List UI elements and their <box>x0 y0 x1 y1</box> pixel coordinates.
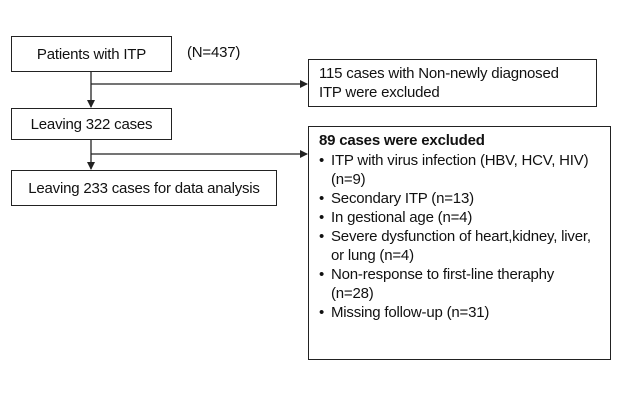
reason-line: Non-response to first-line theraphy <box>331 266 555 283</box>
reason-line: Severe dysfunction of heart,kidney, live… <box>331 228 591 245</box>
reason-line: ITP with virus infection (HBV, HCV, HIV) <box>331 152 589 169</box>
exclusion-reason-item: Secondary ITP (n=13) <box>319 189 602 208</box>
patients-box: Patients with ITP <box>11 36 172 72</box>
total-n-label: (N=437) <box>187 44 241 61</box>
reason-line: Secondary ITP (n=13) <box>331 190 474 207</box>
non-newly-line-1: 115 cases with Non-newly diagnosed <box>319 65 559 82</box>
reason-line: In gestional age (n=4) <box>331 209 473 226</box>
non-newly-line-2: ITP were excluded <box>319 84 440 101</box>
non-newly-excluded-box: 115 cases with Non-newly diagnosed ITP w… <box>308 59 597 107</box>
reason-line: (n=28) <box>331 285 374 302</box>
patients-box-label: Patients with ITP <box>36 45 147 63</box>
reason-line: (n=9) <box>331 171 366 188</box>
reason-line: or lung (n=4) <box>331 247 414 264</box>
exclusion-reason-item: Non-response to first-line theraphy (n=2… <box>319 265 602 303</box>
leaving-233-label: Leaving 233 cases for data analysis <box>28 179 260 197</box>
excluded-89-title: 89 cases were excluded <box>319 132 485 149</box>
excluded-89-box: 89 cases were excluded ITP with virus in… <box>308 126 611 360</box>
exclusion-reason-item: ITP with virus infection (HBV, HCV, HIV)… <box>319 151 602 189</box>
exclusion-reason-item: Missing follow-up (n=31) <box>319 303 602 322</box>
leaving-322-box: Leaving 322 cases <box>11 108 172 140</box>
exclusion-reason-item: In gestional age (n=4) <box>319 208 602 227</box>
exclusion-reason-item: Severe dysfunction of heart,kidney, live… <box>319 227 602 265</box>
leaving-322-label: Leaving 322 cases <box>30 115 153 133</box>
exclusion-reasons-list: ITP with virus infection (HBV, HCV, HIV)… <box>319 151 602 322</box>
leaving-233-box: Leaving 233 cases for data analysis <box>11 170 277 206</box>
reason-line: Missing follow-up (n=31) <box>331 304 490 321</box>
